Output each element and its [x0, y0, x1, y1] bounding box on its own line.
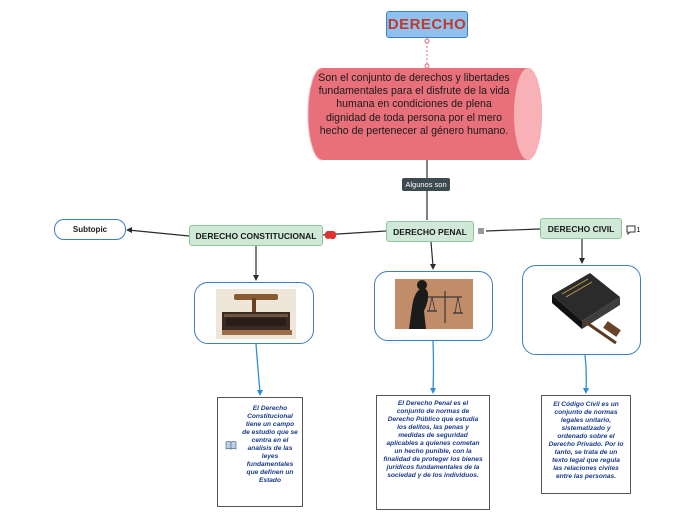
book-icon — [225, 440, 237, 451]
note-civil-text: El Código Civil es un conjunto de normas… — [548, 401, 624, 480]
note-constitucional: El Derecho Constitucional tiene un campo… — [217, 397, 303, 507]
definition-cylinder — [307, 67, 542, 161]
topic-derecho-constitucional[interactable]: DERECHO CONSTITUCIONAL — [189, 225, 323, 246]
civil-code-book-gavel-image — [552, 273, 621, 345]
notes-icon[interactable] — [476, 226, 486, 236]
comment-count: 1 — [636, 226, 641, 234]
collapse-toggle-icon[interactable] — [325, 231, 336, 242]
civil-image-frame[interactable] — [522, 265, 641, 355]
root-topic-title[interactable]: DERECHO — [386, 11, 468, 38]
note-penal: El Derecho Penal es el conjunto de norma… — [376, 395, 490, 510]
note-constitucional-text: El Derecho Constitucional tiene un campo… — [242, 405, 298, 484]
justice-statue-scales-image — [395, 279, 473, 329]
penal-image-frame[interactable] — [374, 271, 493, 341]
comment-icon[interactable]: 1 — [624, 224, 642, 236]
note-penal-text: El Derecho Penal es el conjunto de norma… — [383, 400, 483, 479]
constitutional-law-book-gavel-image — [216, 289, 296, 339]
note-civil: El Código Civil es un conjunto de normas… — [541, 395, 631, 494]
connector-label[interactable]: Algunos son — [402, 178, 450, 191]
subtopic-node[interactable]: Subtopic — [54, 219, 126, 240]
definition-text: Son el conjunto de derechos y libertades… — [318, 72, 510, 137]
constitutional-image-frame[interactable] — [194, 282, 314, 344]
topic-derecho-penal[interactable]: DERECHO PENAL — [386, 221, 474, 242]
topic-derecho-civil[interactable]: DERECHO CIVIL — [540, 218, 622, 239]
